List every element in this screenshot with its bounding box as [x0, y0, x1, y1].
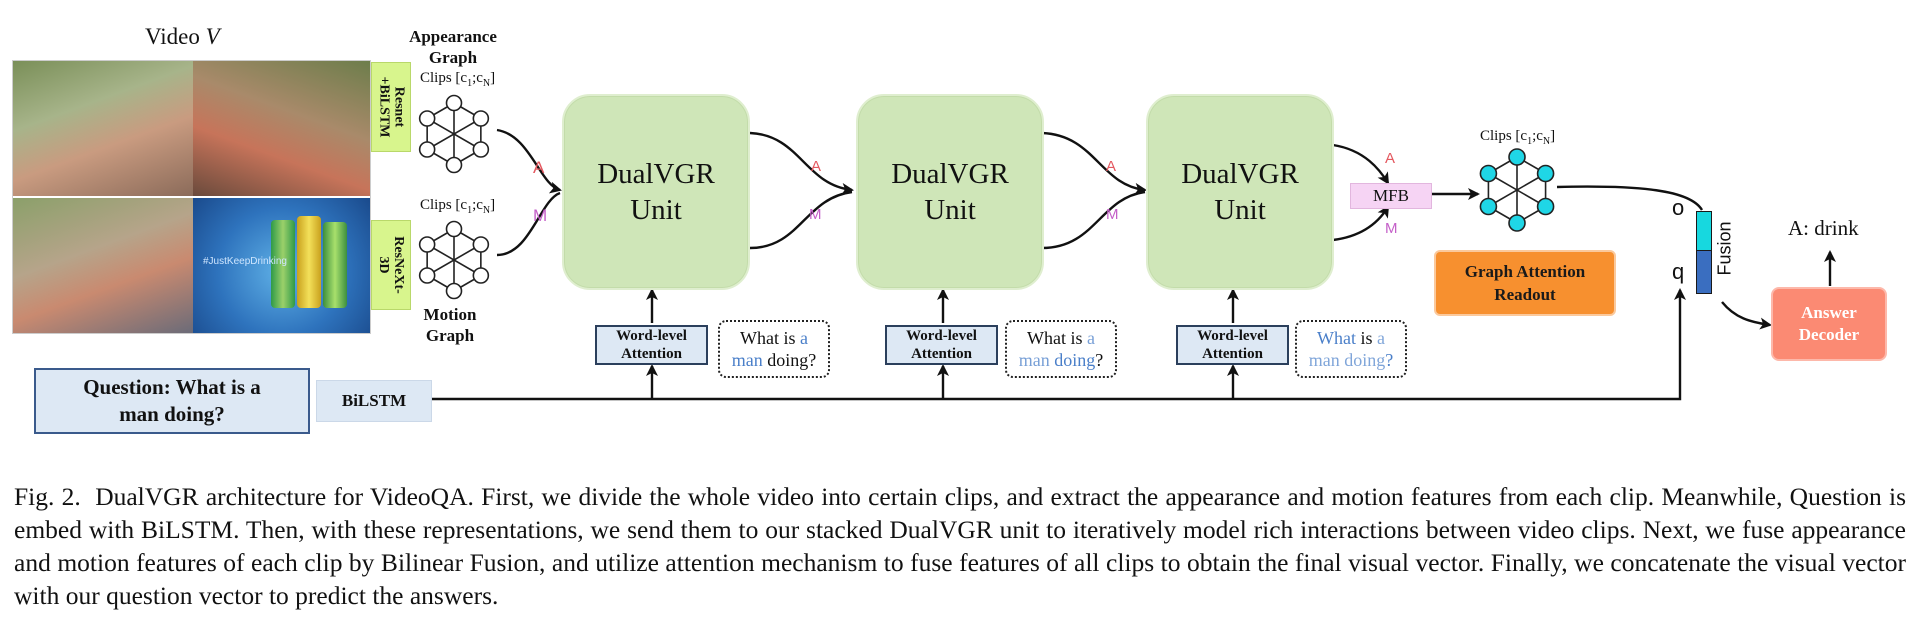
- frame-4: #JustKeepDrinking: [193, 198, 370, 333]
- question-attention-1: What is a man doing?: [718, 320, 830, 378]
- graph-node: [1479, 164, 1498, 183]
- architecture-diagram: Video V #JustKeepDrinking Resnet +BiLSTM…: [12, 24, 1887, 434]
- frame-2: [193, 61, 370, 196]
- word-attention-3: Word-level Attention: [1176, 325, 1289, 365]
- edge-label-a-4: A: [1385, 150, 1396, 167]
- readout-graph-icon: [1479, 148, 1555, 232]
- edge-label-m-1: M: [533, 206, 548, 225]
- fusion-q-symbol: q: [1672, 259, 1685, 284]
- dualvgr-unit-1: DualVGR Unit: [562, 94, 750, 290]
- frame-overlay-text: #JustKeepDrinking: [203, 256, 287, 267]
- graph-node: [445, 220, 463, 238]
- appearance-graph-title: Appearance Graph: [409, 27, 497, 67]
- word-attention-1: Word-level Attention: [595, 325, 708, 365]
- caption-fig-label: Fig. 2.: [14, 482, 81, 511]
- answer-decoder: Answer Decoder: [1771, 287, 1887, 361]
- edge-label-a-3: A: [1106, 158, 1117, 175]
- dualvgr-unit-3: DualVGR Unit: [1146, 94, 1334, 290]
- graph-edge: [1488, 172, 1546, 208]
- graph-node: [472, 110, 490, 127]
- bilstm-box: BiLSTM: [316, 380, 432, 422]
- graph-node: [1508, 148, 1526, 166]
- unit-2-line1: DualVGR: [891, 158, 1009, 190]
- appearance-graph-icon: [418, 94, 490, 174]
- video-title: Video V: [145, 24, 220, 49]
- unit-2-line2: Unit: [924, 194, 976, 226]
- can-3: [323, 222, 347, 308]
- edge-unit1-unit2-a: [749, 131, 854, 195]
- question-box: Question: What is a man doing?: [34, 368, 310, 434]
- question-attention-2: What is a man doing?: [1005, 320, 1117, 378]
- unit-3-line2: Unit: [1214, 194, 1266, 226]
- graph-node: [418, 236, 436, 253]
- edge-fusion-decoder: [1721, 301, 1772, 330]
- edge-label-m-2: M: [809, 206, 822, 223]
- graph-node: [1536, 197, 1555, 216]
- figure-caption: Fig. 2. DualVGR architecture for VideoQA…: [14, 480, 1906, 612]
- can-1: [271, 220, 295, 308]
- graph-node: [445, 156, 463, 174]
- answer-text: A: drink: [1788, 216, 1859, 240]
- edge-unit1-unit2-m: [749, 190, 853, 250]
- unit-1-line2: Unit: [630, 194, 682, 226]
- edge-unit3-mfb-a: [1332, 143, 1390, 185]
- motion-graph-icon: [418, 220, 490, 300]
- graph-node: [472, 267, 490, 284]
- fusion-label: Fusion: [1714, 221, 1735, 276]
- graph-node: [445, 282, 463, 300]
- fusion-o-symbol: o: [1672, 195, 1685, 220]
- edge-appearance-to-unit1: [496, 128, 562, 194]
- edge-label-a-2: A: [811, 158, 822, 175]
- graph-node: [445, 94, 463, 112]
- word-attention-2: Word-level Attention: [885, 325, 998, 365]
- clips-label-readout: Clips [c1;cN]: [1480, 128, 1556, 147]
- graph-node: [472, 236, 490, 253]
- caption-text: DualVGR architecture for VideoQA. First,…: [14, 482, 1906, 610]
- edge-motion-to-unit1: [496, 191, 561, 257]
- graph-node: [418, 110, 436, 127]
- connector-layer: [418, 94, 1836, 401]
- frame-1: [13, 61, 193, 196]
- edge-label-m-4: M: [1385, 220, 1398, 237]
- graph-node: [1508, 214, 1526, 232]
- edge-graph-fusion: [1556, 185, 1704, 211]
- edge-unit2-unit3-m: [1041, 190, 1146, 250]
- graph-node: [1536, 164, 1555, 183]
- graph-edge: [426, 117, 482, 151]
- edge-unit2-unit3-a: [1041, 131, 1147, 195]
- fusion-bar-visual: [1696, 211, 1712, 252]
- edge-label-m-3: M: [1106, 206, 1119, 223]
- unit-1-line1: DualVGR: [597, 158, 715, 190]
- graph-node: [418, 267, 436, 284]
- graph-attention-readout: Graph Attention Readout: [1434, 250, 1616, 316]
- question-attention-3: What is a man doing?: [1295, 320, 1407, 378]
- edge-label-a-1: A: [533, 158, 545, 177]
- graph-node: [418, 141, 436, 158]
- graph-node: [472, 141, 490, 158]
- clips-label-motion: Clips [c1;cN]: [420, 197, 496, 216]
- edge-question-to-fusion: [432, 288, 1686, 401]
- clips-label-appearance: Clips [c1;cN]: [420, 70, 496, 89]
- motion-extractor: ResNeXt- 3D: [371, 220, 411, 310]
- frame-3: [13, 198, 193, 333]
- mfb-box: MFB: [1350, 183, 1432, 209]
- video-frames: #JustKeepDrinking: [12, 60, 371, 334]
- graph-edge: [426, 243, 482, 277]
- unit-3-line1: DualVGR: [1181, 158, 1299, 190]
- edge-unit3-mfb-m: [1332, 205, 1390, 242]
- can-2: [297, 216, 321, 308]
- motion-graph-title: Motion Graph: [423, 305, 477, 345]
- graph-node: [1479, 197, 1498, 216]
- fusion-bar-question: [1696, 250, 1712, 294]
- dualvgr-unit-2: DualVGR Unit: [856, 94, 1044, 290]
- appearance-extractor: Resnet +BiLSTM: [371, 62, 411, 152]
